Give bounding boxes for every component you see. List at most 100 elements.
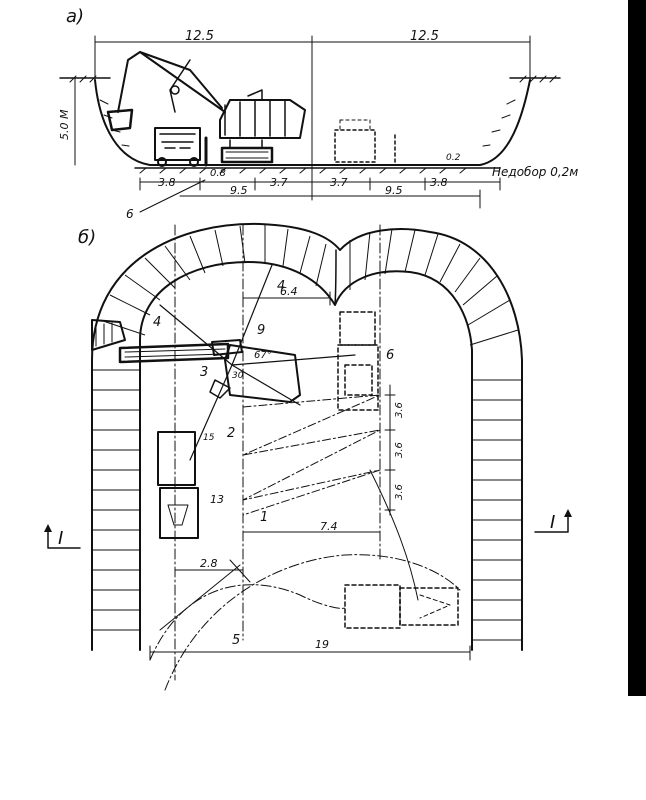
excavator-stick bbox=[169, 59, 191, 113]
label-13: 13 bbox=[210, 493, 224, 506]
track-lines bbox=[225, 151, 269, 159]
traffic-return bbox=[369, 469, 419, 601]
excavator-bucket bbox=[106, 108, 134, 132]
dim-top-right: 12.5 bbox=[410, 29, 439, 44]
label-2: 2 bbox=[227, 426, 235, 441]
dim-line-19 bbox=[149, 645, 471, 661]
traffic-curve-outer bbox=[164, 554, 461, 691]
dim-line-64 bbox=[242, 291, 331, 306]
radius-b: 30 bbox=[232, 371, 244, 381]
excavator bbox=[106, 51, 306, 164]
truck-right-cab bbox=[339, 119, 371, 131]
plan-view: б) bbox=[44, 222, 572, 691]
excavator-plan-boom bbox=[118, 342, 230, 364]
small-dim-b: 0.2 bbox=[446, 153, 461, 163]
excavator-base bbox=[229, 139, 263, 149]
label-3: 3 bbox=[200, 365, 208, 380]
dim-bottom-1: 3.8 bbox=[158, 176, 176, 189]
excavator-plan-cab bbox=[211, 339, 243, 356]
dim-line-28 bbox=[174, 559, 251, 583]
excavator-cab bbox=[219, 99, 306, 139]
excavator-exhaust bbox=[247, 89, 263, 101]
section-marker-left-line bbox=[47, 529, 81, 549]
step-dim-b: 3.6 bbox=[394, 442, 405, 458]
truck-13-hood bbox=[167, 504, 189, 526]
small-dim-a: 0.8 bbox=[210, 168, 226, 179]
excavator-boom-upper bbox=[139, 51, 223, 109]
inner-wall bbox=[139, 261, 473, 651]
depth-label: 5.0 М bbox=[58, 109, 71, 140]
excavator-cab-ribs bbox=[224, 100, 286, 137]
truck-13 bbox=[157, 431, 199, 539]
dim-top-left: 12.5 bbox=[185, 29, 214, 44]
radius-a: 15 bbox=[203, 433, 215, 443]
excavator-boom bbox=[117, 51, 226, 113]
dump-truck-right bbox=[334, 119, 396, 163]
step-dim-c: 3.6 bbox=[394, 484, 405, 500]
label-5: 5 bbox=[232, 633, 240, 648]
truck-plan-6-cab bbox=[339, 311, 376, 346]
bottom-dimension-line bbox=[139, 177, 501, 191]
truck-depart-cab bbox=[399, 587, 459, 626]
zigzag-path bbox=[242, 394, 381, 516]
traffic-diag bbox=[159, 564, 241, 631]
trucks-queue bbox=[337, 311, 379, 411]
truck-departing bbox=[344, 584, 459, 629]
panel-label-b: б) bbox=[78, 227, 96, 248]
boom-pivot bbox=[170, 85, 180, 95]
truck-left-grille bbox=[159, 133, 196, 149]
arch-junction bbox=[334, 249, 337, 306]
truck-plan-6-bed bbox=[337, 344, 379, 411]
label-1: 1 bbox=[260, 510, 268, 525]
excavator-plan bbox=[118, 339, 301, 403]
outer-wall bbox=[91, 222, 523, 651]
section-marker-right-arrow bbox=[564, 509, 572, 517]
angle-label: 67° bbox=[254, 350, 272, 361]
excavator-plan-counterweight bbox=[209, 379, 231, 399]
left-wall-block-hatch bbox=[95, 322, 113, 347]
panel-label-a: а) bbox=[66, 6, 84, 27]
dim-7-4: 7.4 bbox=[320, 520, 338, 533]
truck-right-body bbox=[334, 129, 376, 163]
dim-2-8: 2.8 bbox=[200, 557, 218, 570]
dim-bottom-3: 3.7 bbox=[330, 176, 348, 189]
swing-lines bbox=[159, 264, 356, 461]
scan-edge-bar bbox=[628, 0, 646, 696]
section-label-right: I bbox=[550, 512, 555, 533]
truck-13-bed bbox=[157, 431, 196, 486]
truck-left-body bbox=[154, 127, 201, 161]
section-marker-left-arrow bbox=[44, 524, 52, 532]
dim-19: 19 bbox=[315, 638, 329, 651]
excavation-drawing: а) 12.5 12.5 5.0 М Недобор 0,2м 0.2 bbox=[44, 6, 578, 691]
dim-bottom-4: 3.8 bbox=[430, 176, 448, 189]
section-marker-left: I bbox=[44, 524, 81, 549]
section-marker-right-line bbox=[534, 514, 569, 533]
top-dimension-line bbox=[94, 35, 531, 201]
leader-line-6 bbox=[139, 179, 206, 213]
step-dim-a: 3.6 bbox=[394, 402, 405, 418]
label-4-top: 4 bbox=[277, 279, 285, 294]
truck-13-cab bbox=[159, 487, 199, 539]
label-6: 6 bbox=[386, 348, 394, 363]
step-dimension-line bbox=[384, 384, 396, 516]
wall-hatching bbox=[92, 225, 522, 641]
label-9: 9 bbox=[257, 323, 265, 338]
section-label-left: I bbox=[58, 528, 63, 549]
dim-bottom-2: 3.7 bbox=[270, 176, 288, 189]
dim-6-4: 6.4 bbox=[280, 285, 298, 298]
width-dimension-line bbox=[179, 189, 481, 209]
truck-depart-bed bbox=[344, 584, 401, 629]
item-label-6: 6 bbox=[126, 207, 134, 221]
truck-depart-hood bbox=[419, 594, 451, 619]
traffic-curve-inner bbox=[149, 584, 346, 661]
excavator-plan-body bbox=[224, 344, 301, 403]
label-4-left: 4 bbox=[153, 315, 161, 330]
pit-slope-hatch bbox=[99, 99, 516, 147]
underdig-label: Недобор 0,2м bbox=[492, 165, 578, 179]
truck-left-wheel-2 bbox=[189, 157, 199, 167]
section-marker-right: I bbox=[534, 509, 572, 533]
floor-hatch bbox=[139, 167, 467, 174]
ground-hatch bbox=[69, 75, 557, 83]
section-view: а) 12.5 12.5 5.0 М Недобор 0,2м 0.2 bbox=[58, 6, 578, 221]
